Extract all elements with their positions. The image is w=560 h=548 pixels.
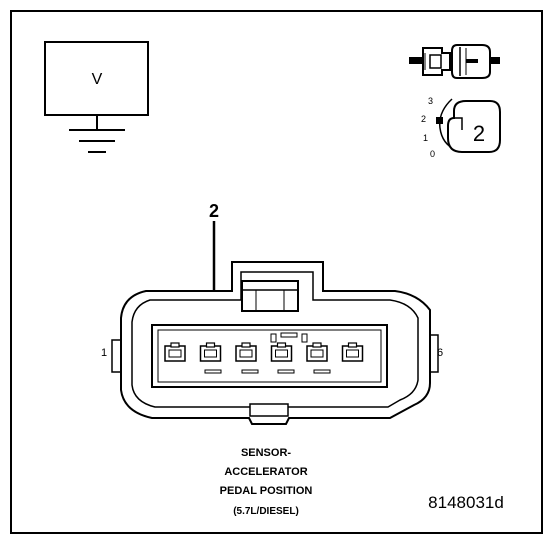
callout-pin-label: 2	[209, 201, 219, 221]
voltmeter-mode-label: V	[92, 71, 103, 88]
voltmeter-icon: V	[44, 41, 149, 153]
terminal-cavity-4	[270, 342, 293, 362]
probe-number: 2	[473, 121, 485, 146]
scale-label-3: 3	[428, 96, 433, 106]
cavity-group	[164, 342, 364, 374]
figure-id: 8148031d	[428, 493, 504, 512]
caption-line-1: SENSOR-	[241, 447, 291, 459]
caption-line-2: ACCELERATOR	[224, 466, 307, 478]
locking-tab	[241, 280, 299, 312]
guide-bar-4	[313, 369, 331, 374]
caption: SENSOR- ACCELERATOR PEDAL POSITION (5.7L…	[220, 447, 313, 517]
terminal-cavity-1	[164, 342, 186, 362]
terminal-cavity-2	[199, 342, 222, 362]
scale-label-1: 1	[423, 133, 428, 143]
back-probe-connector-icon	[409, 44, 500, 79]
terminal-cavity-6	[341, 342, 364, 362]
guide-bar-3	[277, 369, 295, 374]
guide-bar-1	[204, 369, 222, 374]
bottom-key	[249, 403, 289, 417]
pin-label-first: 1	[101, 347, 107, 359]
connector-face: 1 6	[101, 261, 443, 425]
probe-selector-icon: 3 2 1 0 2	[421, 96, 501, 159]
pin-label-last: 6	[437, 347, 443, 359]
terminal-cavity-3	[235, 342, 257, 362]
scale-label-0: 0	[430, 149, 435, 159]
terminal-cavity-5	[306, 342, 328, 362]
caption-line-3: PEDAL POSITION	[220, 485, 313, 497]
caption-line-4: (5.7L/DIESEL)	[233, 506, 299, 517]
guide-bar-2	[241, 369, 259, 374]
diagram-frame	[10, 10, 543, 534]
scale-label-2: 2	[421, 114, 426, 124]
